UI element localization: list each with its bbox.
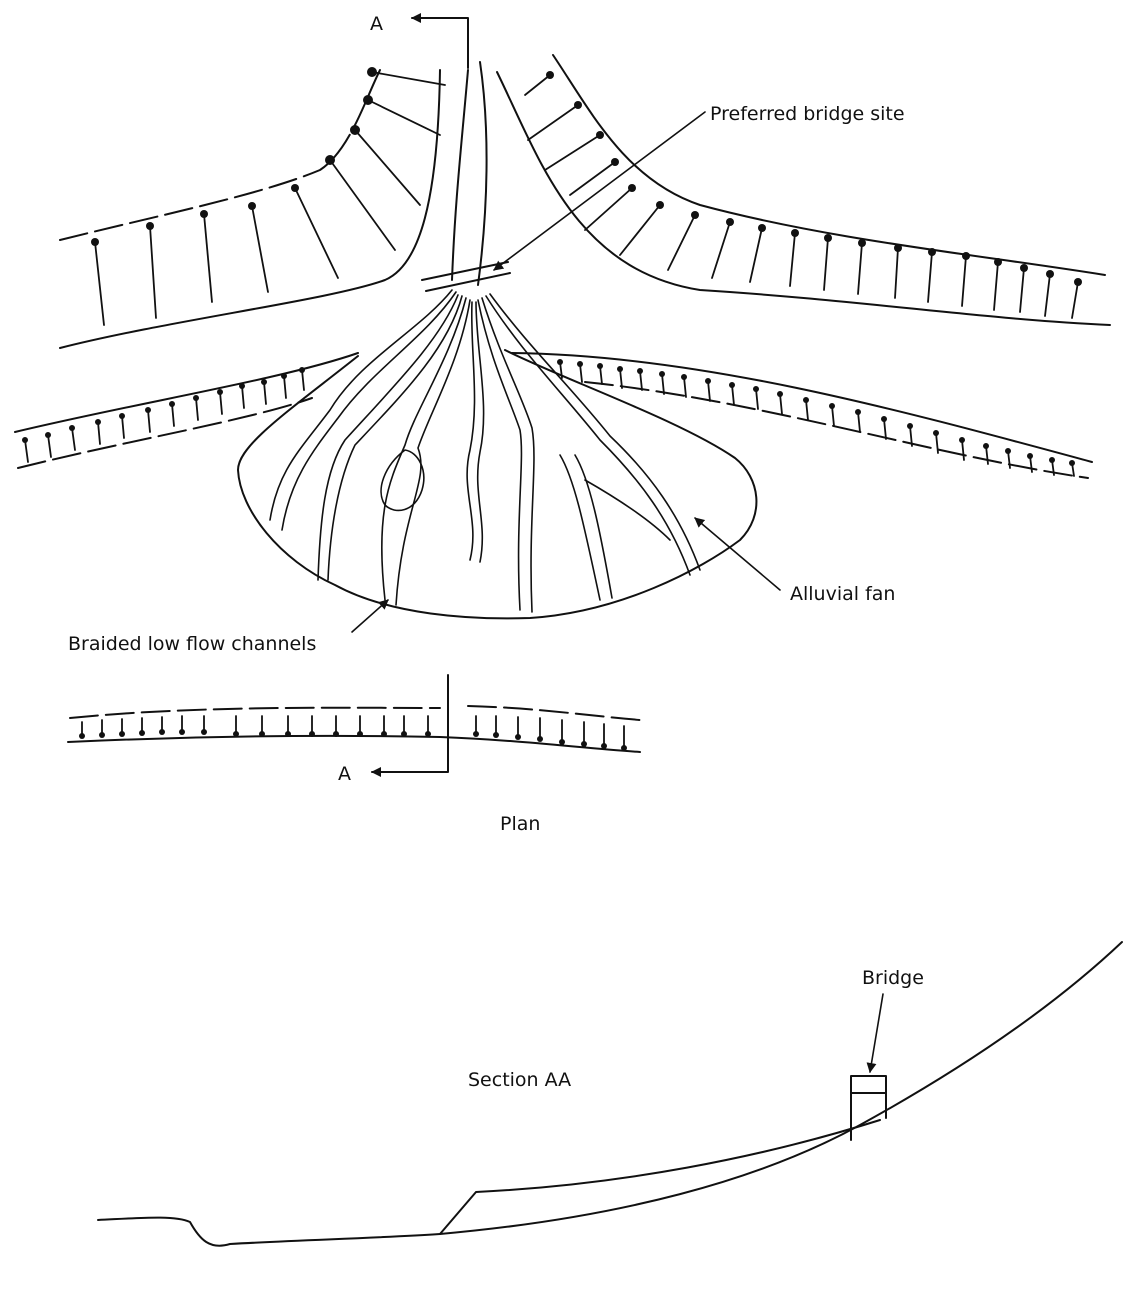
section-aa-caption: Section AA [468, 1069, 571, 1091]
alluvial-fan-label: Alluvial fan [790, 583, 895, 605]
alluvial-fan-outline [238, 350, 756, 618]
middle-left-terrace-upper [15, 353, 358, 432]
bridge-leader [870, 994, 883, 1072]
middle-right-terrace-hachures [557, 359, 1075, 476]
fan-deposit-profile [440, 1120, 880, 1234]
middle-left-terrace-hachures [22, 367, 305, 462]
lower-terrace-hachures [79, 716, 627, 751]
ground-profile [98, 942, 1122, 1246]
middle-right-terrace-upper [512, 353, 1092, 462]
section-marker-bottom: A [338, 763, 351, 785]
bridge-section-symbol [851, 1076, 886, 1140]
section-aa-view: Bridge Section AA [98, 942, 1122, 1246]
section-marker-top: A [370, 13, 383, 35]
right-valley-upper-edge [553, 55, 1105, 275]
main-channel-right-bank [478, 62, 487, 285]
lower-terrace-lower [68, 736, 640, 752]
middle-left-terrace-lower [18, 398, 312, 468]
braided-channels [270, 290, 700, 612]
lower-terrace-upper [70, 706, 640, 720]
preferred-bridge-site-label: Preferred bridge site [710, 103, 905, 125]
plan-caption: Plan [500, 813, 540, 835]
main-channel-left-bank [452, 70, 468, 280]
alluvial-fan-leader [695, 518, 780, 590]
bridge-symbol-plan [422, 262, 510, 291]
left-valley-upper-edge [60, 70, 380, 240]
plan-view: A A Preferred bridge site Alluvial fan B… [15, 13, 1110, 835]
left-upper-slope-hachures [91, 67, 445, 325]
braided-channels-leader [352, 600, 388, 632]
braided-channels-label: Braided low flow channels [68, 633, 316, 655]
bridge-label: Bridge [862, 967, 924, 989]
